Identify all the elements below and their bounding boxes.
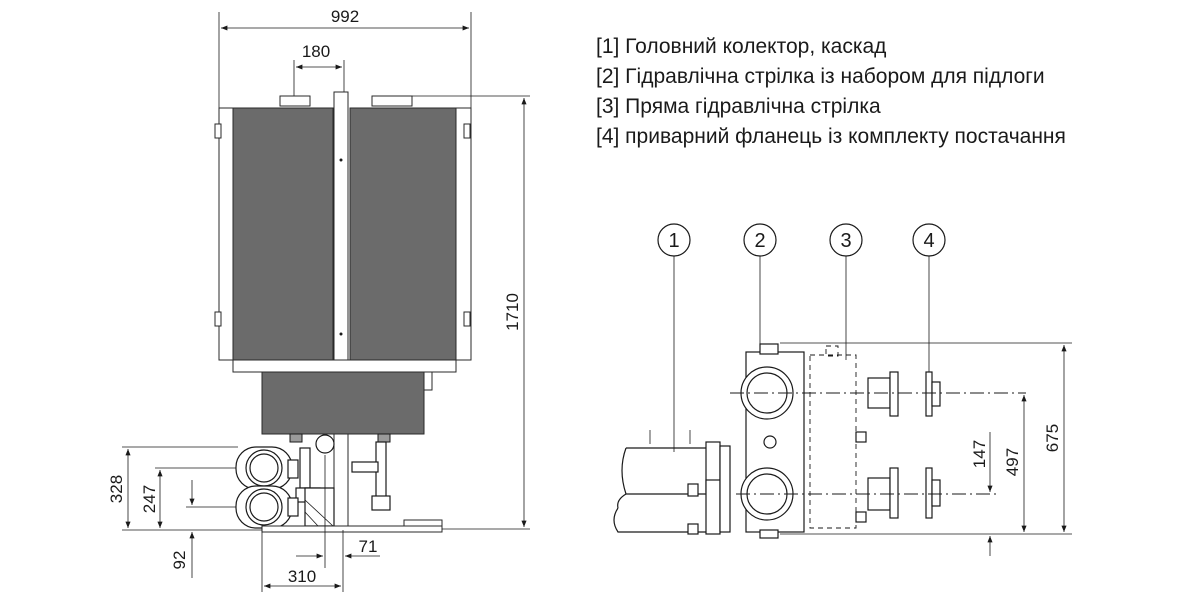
dimension-pipe-offset: 71 [296,455,380,568]
legend-item-1: [1] Головний колектор, каскад [596,35,887,58]
dimension-height-label: 1710 [503,293,522,331]
dimension-upper-pipe: 328 [107,446,262,531]
collector-upper [235,446,299,490]
dimension-bottom-offset-label: 92 [170,551,189,570]
dimension-pipe-spacing: 147 [970,432,993,556]
side-view-hydraulic: 1 2 3 4 [613,223,1072,556]
dimension-pipe-distance: 310 [261,526,344,592]
callout-4: 4 [912,223,946,372]
svg-text:2: 2 [754,230,765,252]
front-view-cascade: 992 180 [107,7,530,592]
dimension-spacing-label: 180 [302,42,330,61]
dimension-width: 992 [218,7,472,110]
callout-1: 1 [657,223,691,452]
dimension-bottom-offset: 92 [170,480,236,578]
hydraulic-box [261,371,425,435]
dimension-spacing: 180 [293,42,345,96]
boiler-right [349,107,472,361]
svg-text:4: 4 [923,230,934,252]
dimension-upper-connection-label: 497 [1003,448,1022,476]
dimension-pipe-offset-label: 71 [359,537,378,556]
dimension-height: 1710 [412,95,530,530]
callout-2: 2 [743,223,777,350]
callout-3: 3 [829,223,863,360]
svg-text:1: 1 [668,230,679,252]
legend: [1] Головний колектор, каскад [2] Гідрав… [596,32,1066,152]
collector-lower [235,485,299,529]
dimension-upper-connection: 497 [1003,395,1027,532]
flanges [867,371,941,519]
dimension-lower-pipe-label: 247 [140,485,159,513]
dimension-total-height: 675 [780,342,1072,535]
dimension-pipe-spacing-label: 147 [970,440,989,468]
dimension-pipe-distance-label: 310 [288,567,316,586]
boiler-left [214,107,334,361]
dimension-lower-pipe: 247 [140,467,236,528]
main-collector [613,430,731,535]
dimension-total-height-label: 675 [1043,424,1062,452]
straight-separator [809,345,867,529]
mounting-rail [333,91,349,531]
dimension-upper-pipe-label: 328 [107,475,126,503]
svg-text:3: 3 [840,230,851,252]
legend-item-2: [2] Гідравлічна стрілка із набором для п… [596,65,1045,88]
hydraulic-separator [740,343,805,539]
legend-item-3: [3] Пряма гідравлічна стрілка [596,95,881,118]
legend-item-4: [4] приварний фланець із комплекту поста… [596,125,1066,148]
dimension-width-label: 992 [331,7,359,26]
